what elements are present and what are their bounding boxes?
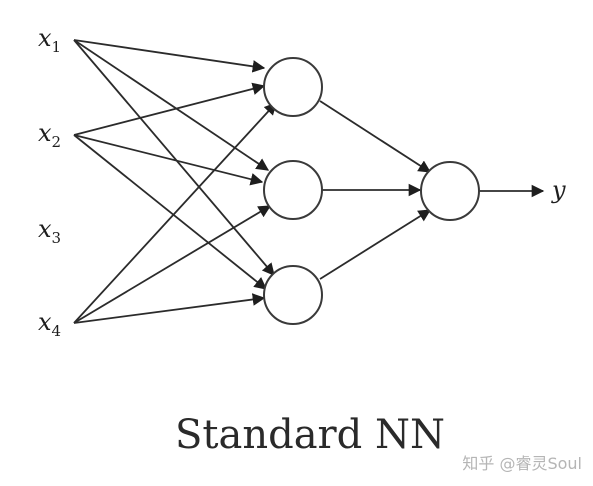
edge-x4-h3 bbox=[73, 293, 266, 324]
edge-x2-h2 bbox=[73, 134, 264, 186]
hidden-node-2 bbox=[263, 160, 323, 220]
edge-h1-out bbox=[319, 100, 432, 173]
edge-h3-out bbox=[319, 209, 432, 280]
hidden-layer bbox=[263, 57, 323, 325]
edge-x4-h1 bbox=[73, 102, 277, 324]
hidden-to-output-edges bbox=[319, 100, 545, 280]
diagram-caption: Standard NN bbox=[175, 412, 445, 458]
edge-x2-h3 bbox=[73, 134, 267, 290]
edge-x4-h2 bbox=[73, 205, 272, 324]
edge-x1-h1 bbox=[73, 39, 266, 73]
edge-x1-h3 bbox=[73, 39, 275, 276]
input-label-x1: x1 bbox=[38, 24, 61, 56]
hidden-node-3 bbox=[263, 265, 323, 325]
output-label-y: y bbox=[551, 176, 566, 204]
output-node bbox=[420, 161, 480, 221]
input-labels: x1 x2 x3 x4 bbox=[38, 24, 61, 340]
edge-x2-h1 bbox=[73, 82, 266, 136]
edge-x1-h2 bbox=[73, 39, 270, 171]
input-label-x4: x4 bbox=[38, 308, 61, 340]
input-label-x2: x2 bbox=[38, 119, 61, 151]
input-label-x3: x3 bbox=[38, 215, 61, 247]
hidden-node-1 bbox=[263, 57, 323, 117]
watermark-text: 知乎 @睿灵Soul bbox=[462, 454, 582, 473]
input-to-hidden-edges bbox=[73, 39, 277, 324]
